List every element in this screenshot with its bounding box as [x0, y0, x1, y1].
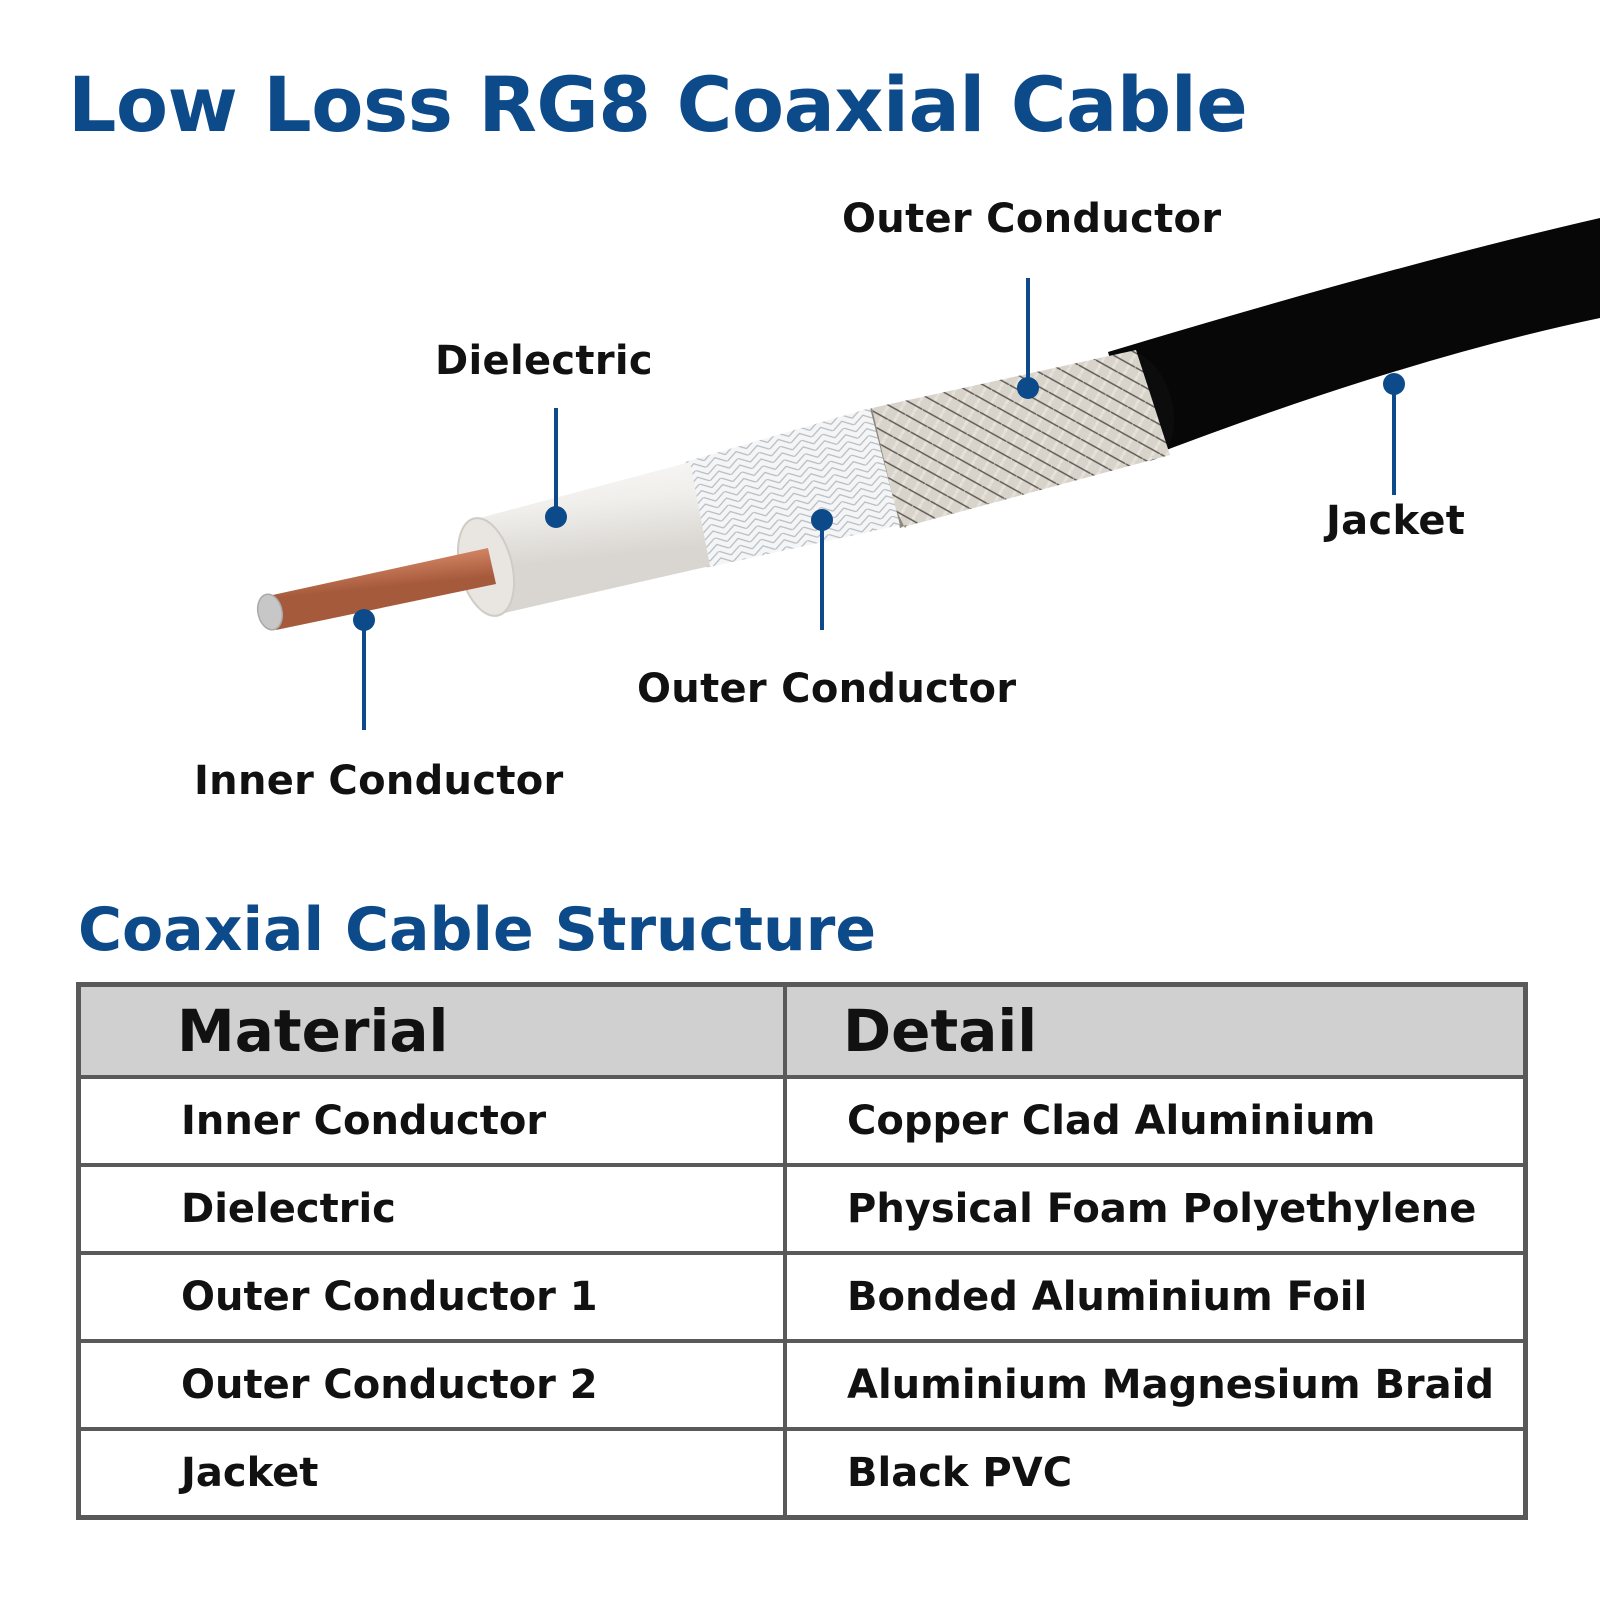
detail-cell: Black PVC: [783, 1427, 1528, 1520]
label-dielectric: Dielectric: [435, 338, 653, 384]
detail-cell: Copper Clad Aluminium: [783, 1075, 1528, 1167]
callout-dielectric: [545, 408, 567, 528]
table-row: Inner Conductor Copper Clad Aluminium: [76, 1075, 1528, 1167]
structure-table: Material Detail Inner Conductor Copper C…: [76, 982, 1528, 1520]
label-outer-conductor-bottom: Outer Conductor: [637, 666, 1017, 712]
material-cell: Outer Conductor 2: [76, 1339, 787, 1431]
detail-cell: Aluminium Magnesium Braid: [783, 1339, 1528, 1431]
callout-outer-conductor-top: [1017, 278, 1039, 399]
inner-conductor-wire: [256, 548, 496, 631]
material-cell: Jacket: [76, 1427, 787, 1520]
material-cell: Outer Conductor 1: [76, 1251, 787, 1343]
cable-diagram: [256, 218, 1600, 730]
page-title: Low Loss RG8 Coaxial Cable: [68, 60, 1248, 149]
callout-jacket: [1383, 373, 1405, 495]
table-row: Dielectric Physical Foam Polyethylene: [76, 1163, 1528, 1255]
table-header-row: Material Detail: [76, 982, 1528, 1079]
foil-section: [685, 408, 900, 568]
table-row: Outer Conductor 2 Aluminium Magnesium Br…: [76, 1339, 1528, 1431]
column-header-detail: Detail: [783, 982, 1528, 1079]
detail-cell: Physical Foam Polyethylene: [783, 1163, 1528, 1255]
section-title: Coaxial Cable Structure: [78, 895, 877, 965]
callout-inner-conductor: [353, 609, 375, 730]
callout-outer-conductor-bottom: [811, 509, 833, 630]
detail-cell: Bonded Aluminium Foil: [783, 1251, 1528, 1343]
column-header-material: Material: [76, 982, 787, 1079]
table-row: Jacket Black PVC: [76, 1427, 1528, 1520]
braid-section: [855, 350, 1170, 528]
jacket-section: [1101, 218, 1600, 461]
label-outer-conductor-top: Outer Conductor: [842, 196, 1222, 242]
label-inner-conductor: Inner Conductor: [194, 758, 564, 804]
material-cell: Inner Conductor: [76, 1075, 787, 1167]
label-jacket: Jacket: [1326, 498, 1466, 544]
material-cell: Dielectric: [76, 1163, 787, 1255]
dielectric-section: [457, 462, 710, 617]
table-row: Outer Conductor 1 Bonded Aluminium Foil: [76, 1251, 1528, 1343]
